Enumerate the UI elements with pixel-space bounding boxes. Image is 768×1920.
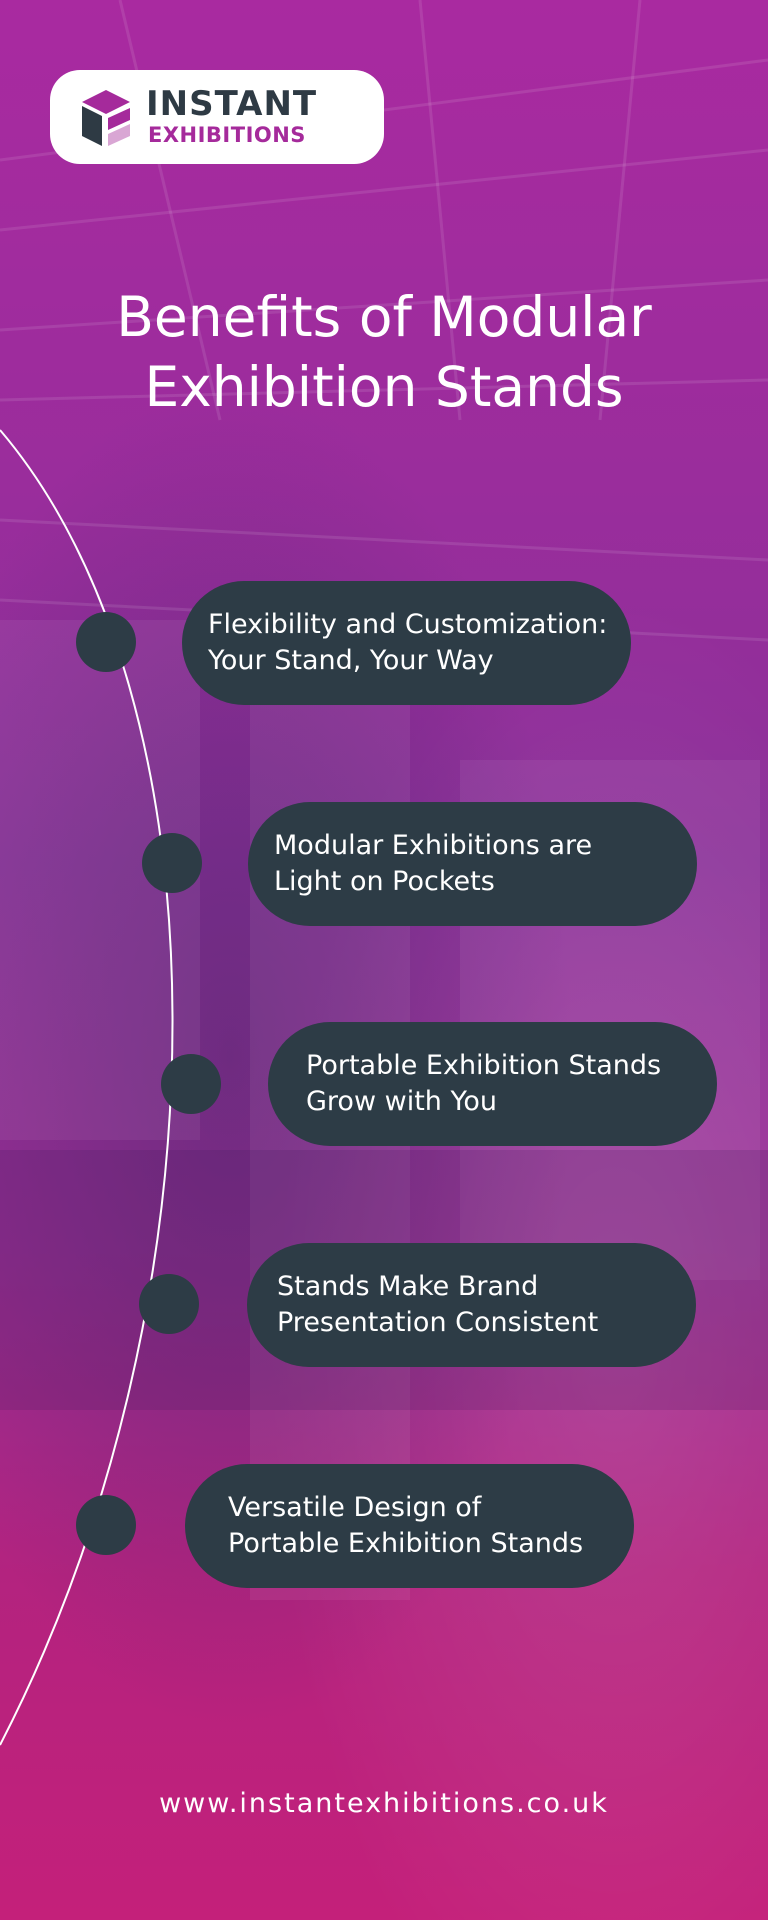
benefit-text-2: Modular Exhibitions are Light on Pockets <box>274 830 593 897</box>
benefit-pill-5: Versatile Design of Portable Exhibition … <box>185 1464 634 1588</box>
timeline-dot-2 <box>142 833 202 893</box>
benefit-text-5: Versatile Design of Portable Exhibition … <box>228 1492 584 1559</box>
benefit-text-3: Portable Exhibition Stands Grow with You <box>306 1050 662 1117</box>
benefit-text-4: Stands Make Brand Presentation Consisten… <box>277 1271 599 1338</box>
timeline-dot-3 <box>161 1054 221 1114</box>
timeline-dot-1 <box>76 612 136 672</box>
logo-text-instant: INSTANT <box>146 84 318 124</box>
benefit-pill-3: Portable Exhibition Stands Grow with You <box>268 1022 717 1146</box>
page-title: Benefits of Modular Exhibition Stands <box>0 282 768 422</box>
page-title-line-2: Exhibition Stands <box>144 355 624 419</box>
logo-text-exhibitions: EXHIBITIONS <box>148 123 306 147</box>
timeline-dot-5 <box>76 1495 136 1555</box>
benefit-pill-4: Stands Make Brand Presentation Consisten… <box>247 1243 696 1367</box>
stacked-hexagon-logo-icon <box>82 90 130 146</box>
benefit-text-1: Flexibility and Customization: Your Stan… <box>208 609 608 676</box>
page-title-line-1: Benefits of Modular <box>116 285 652 349</box>
website-url[interactable]: www.instantexhibitions.co.uk <box>159 1788 609 1819</box>
timeline-dot-4 <box>139 1274 199 1334</box>
benefit-pill-2: Modular Exhibitions are Light on Pockets <box>248 802 697 926</box>
benefit-pill-1: Flexibility and Customization: Your Stan… <box>182 581 631 705</box>
brand-logo: INSTANT EXHIBITIONS <box>50 70 384 164</box>
